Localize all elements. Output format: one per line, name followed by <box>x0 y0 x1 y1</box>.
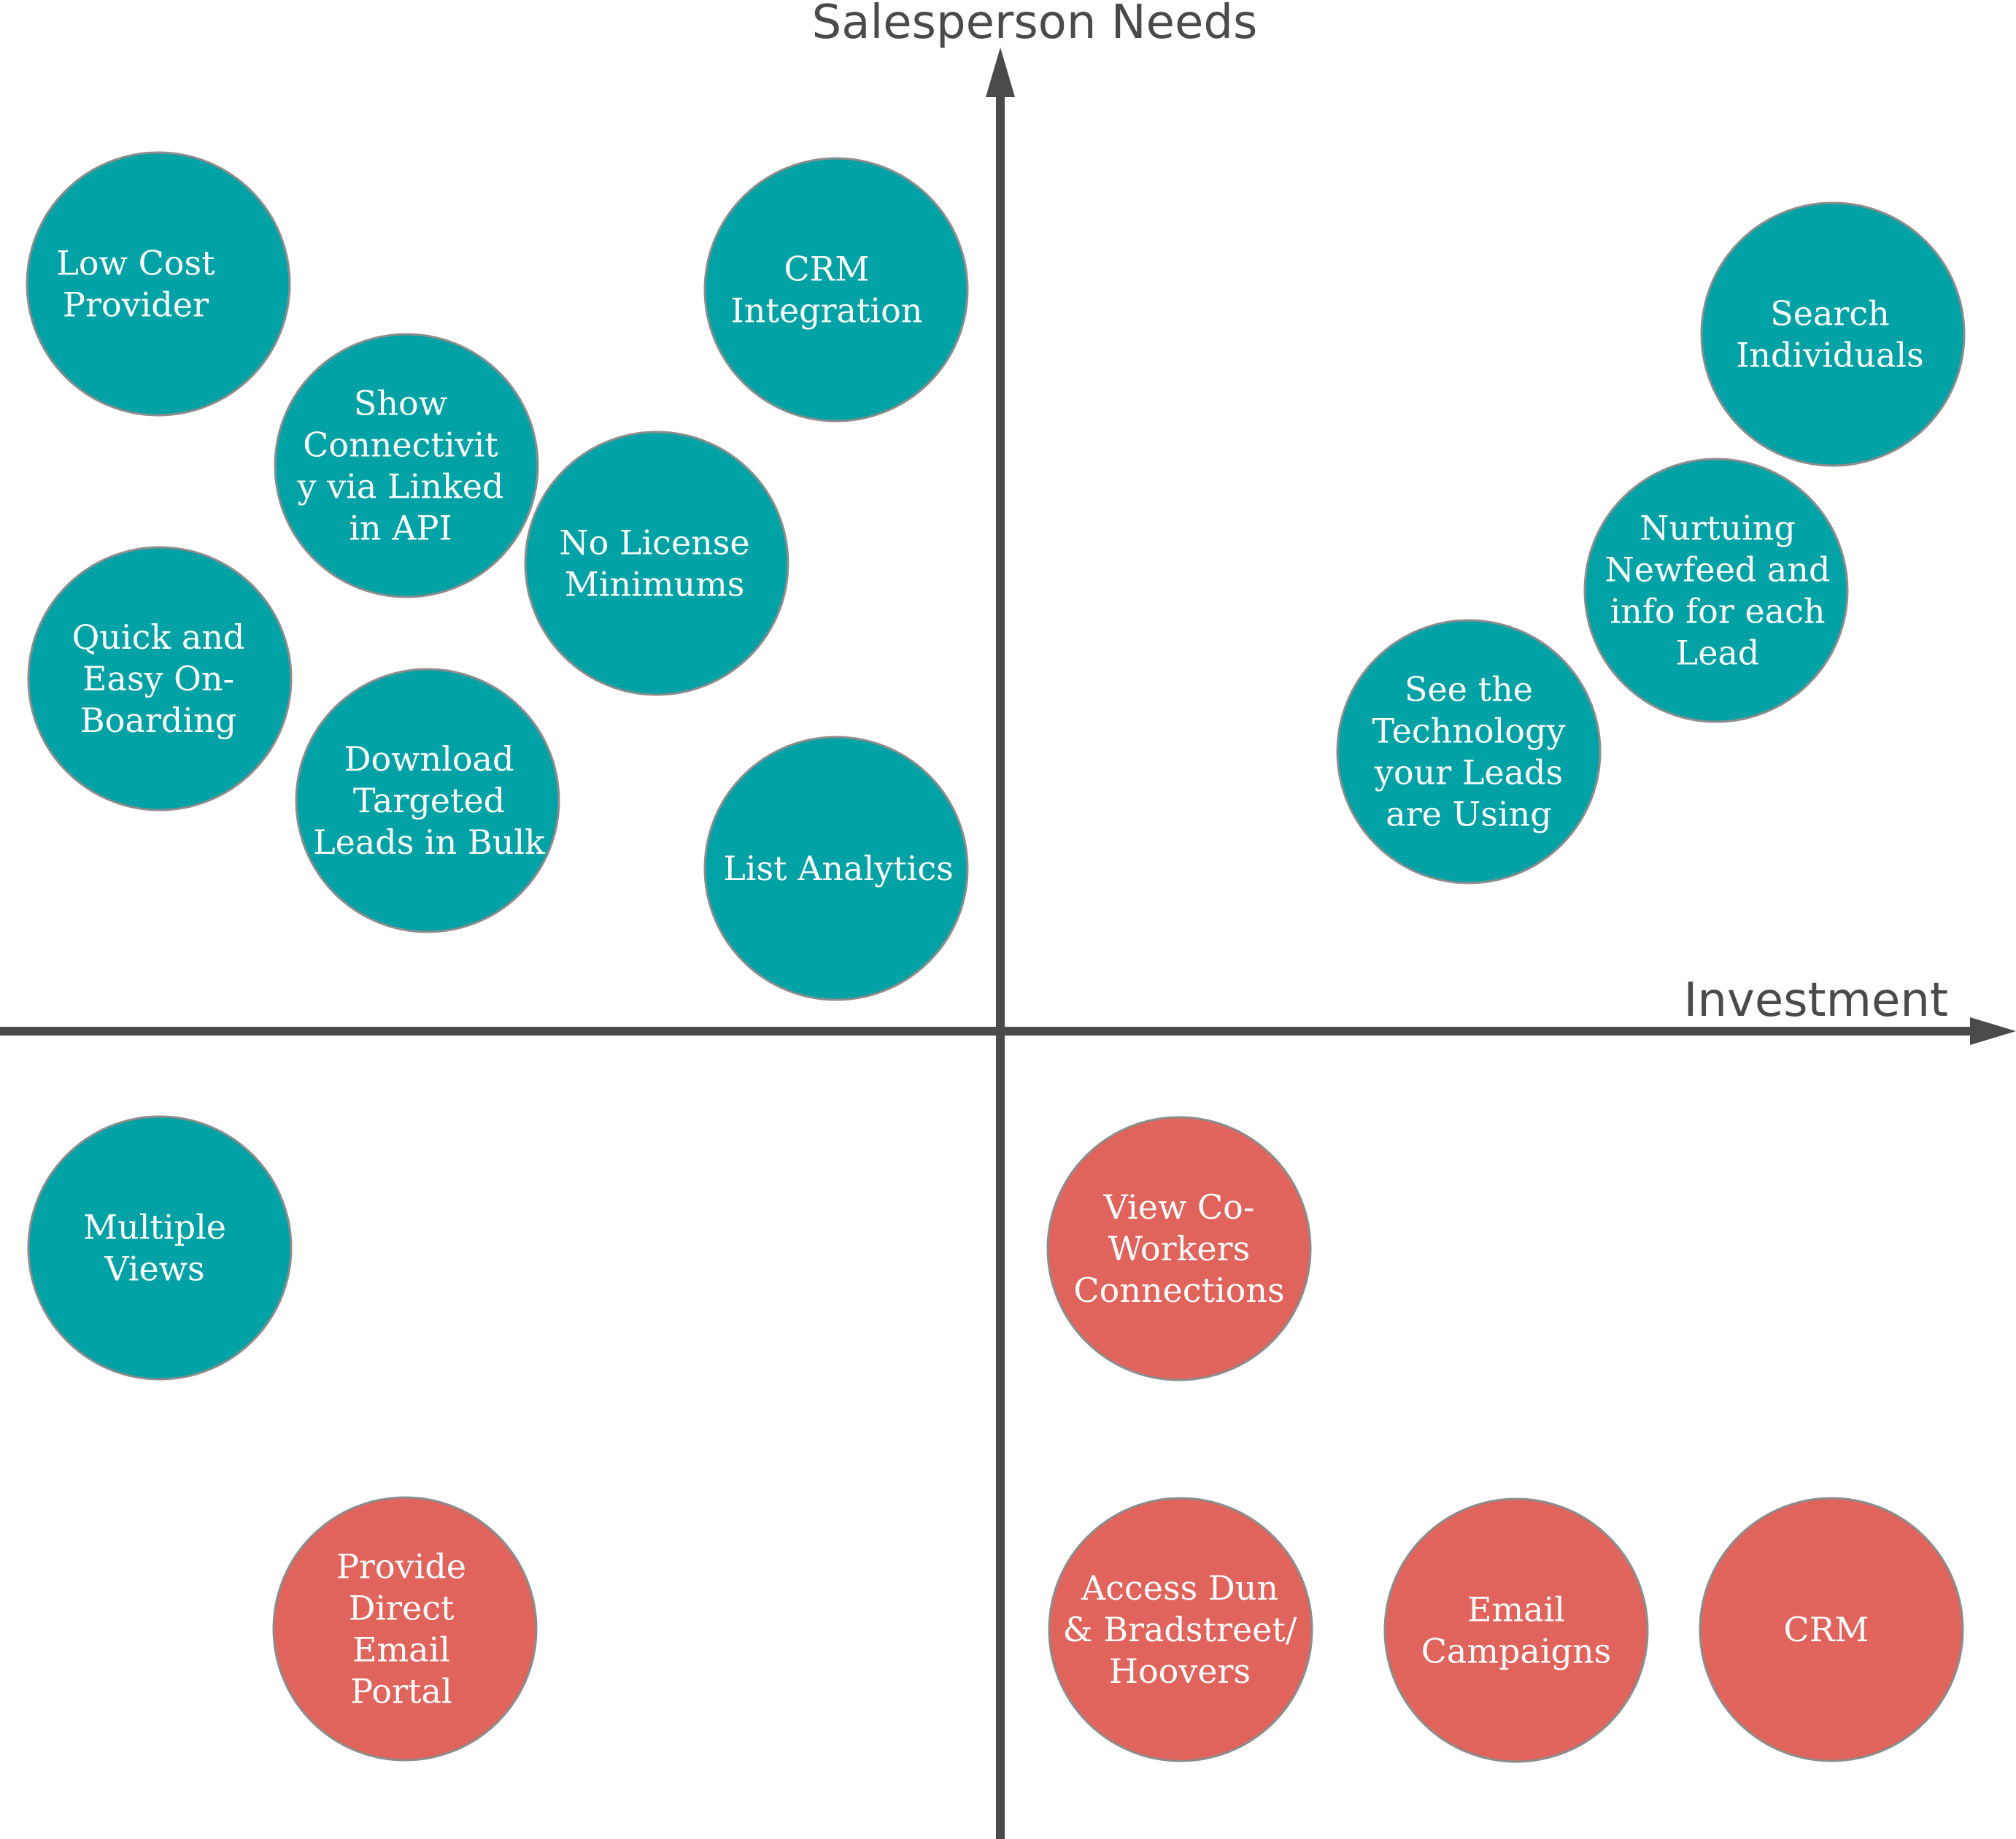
bubble-circle <box>703 736 969 1001</box>
bubble-list-analytics: List Analytics <box>703 736 969 1001</box>
bubble-circle <box>274 333 539 598</box>
bubble-label-line: Easy On- <box>82 659 234 698</box>
bubble-label-line: List Analytics <box>723 849 954 888</box>
bubble-label-line: Provider <box>63 285 209 325</box>
bubble-label-line: Access Dun <box>1081 1568 1278 1608</box>
bubble-label-line: Portal <box>350 1672 452 1711</box>
bubble-label-line: No License <box>559 523 749 563</box>
bubble-label-line: Boarding <box>80 701 236 740</box>
bubble-label-line: CRM <box>784 250 870 289</box>
bubble-circle <box>1583 458 1849 723</box>
bubble-circle <box>1046 1116 1312 1381</box>
bubble-label-line: & Bradstreet/ <box>1063 1610 1297 1649</box>
bubble-circle <box>1699 1497 1964 1762</box>
bubble-circle <box>1700 201 1966 467</box>
bubble-label-line: Leads in Bulk <box>313 822 546 862</box>
bubble-label-line: Search <box>1770 294 1890 334</box>
bubble-circle <box>1383 1497 1649 1763</box>
bubble-crm: CRM <box>1699 1497 1964 1762</box>
bubble-label-line: Connectivit <box>303 425 498 465</box>
bubble-label-line: Email <box>352 1630 450 1670</box>
bubble-circle <box>1048 1497 1313 1762</box>
bubble-label-line: Low Cost <box>56 244 215 283</box>
bubble-access-dun-bradstreet: Access Dun& Bradstreet/Hoovers <box>1048 1497 1313 1762</box>
bubble-label-line: Quick and <box>72 617 245 657</box>
bubble-label-line: info for each <box>1610 592 1825 631</box>
bubble-label-line: are Using <box>1386 795 1551 834</box>
bubble-label-line: Email <box>1467 1590 1565 1630</box>
bubble-label-line: Technology <box>1372 712 1566 751</box>
bubble-label-line: Lead <box>1676 633 1760 673</box>
bubble-label-line: y via Linked <box>297 467 504 506</box>
bubble-label-line: CRM <box>1784 1610 1869 1649</box>
x-axis-arrowhead <box>1970 1017 2016 1045</box>
bubble-label-line: Hoovers <box>1109 1651 1251 1691</box>
y-axis-arrowhead <box>986 47 1015 97</box>
bubble-label-line: your Leads <box>1374 753 1563 793</box>
bubble-label-line: Minimums <box>565 565 745 604</box>
bubble-circle <box>27 1115 293 1381</box>
bubble-circle <box>26 151 291 417</box>
bubble-circle <box>524 431 789 696</box>
bubble-label-line: Targeted <box>353 781 505 820</box>
bubble-circle <box>1336 619 1602 884</box>
bubble-label-line: Campaigns <box>1421 1632 1612 1671</box>
bubble-label-line: Individuals <box>1736 336 1923 375</box>
bubble-label-line: Direct <box>348 1589 455 1628</box>
bubble-label-line: See the <box>1405 670 1533 709</box>
bubble-label-line: Provide <box>336 1547 466 1587</box>
bubble-label-line: Connections <box>1073 1271 1284 1310</box>
bubble-label-line: Workers <box>1108 1229 1251 1268</box>
bubble-label-line: Nurtuing <box>1640 509 1796 548</box>
bubble-circle <box>703 157 969 423</box>
bubble-label-line: Multiple <box>83 1208 226 1247</box>
x-axis-title: Investment <box>1684 974 1949 1028</box>
bubble-label-line: Download <box>344 739 514 779</box>
bubble-label-line: in API <box>349 509 452 548</box>
bubble-label-line: View Co- <box>1103 1187 1255 1227</box>
bubble-circle <box>272 1496 538 1762</box>
bubble-label-line: Views <box>104 1249 204 1289</box>
y-axis-title: Salesperson Needs <box>812 0 1258 50</box>
bubble-circle <box>295 668 560 933</box>
bubble-group: Low CostProviderCRMIntegrationShowConnec… <box>26 151 1966 1763</box>
bubble-label-line: Integration <box>731 291 923 331</box>
bubble-circle <box>27 546 293 811</box>
bubble-label-line: Newfeed and <box>1605 550 1831 590</box>
bubble-label-line: Show <box>354 384 447 423</box>
